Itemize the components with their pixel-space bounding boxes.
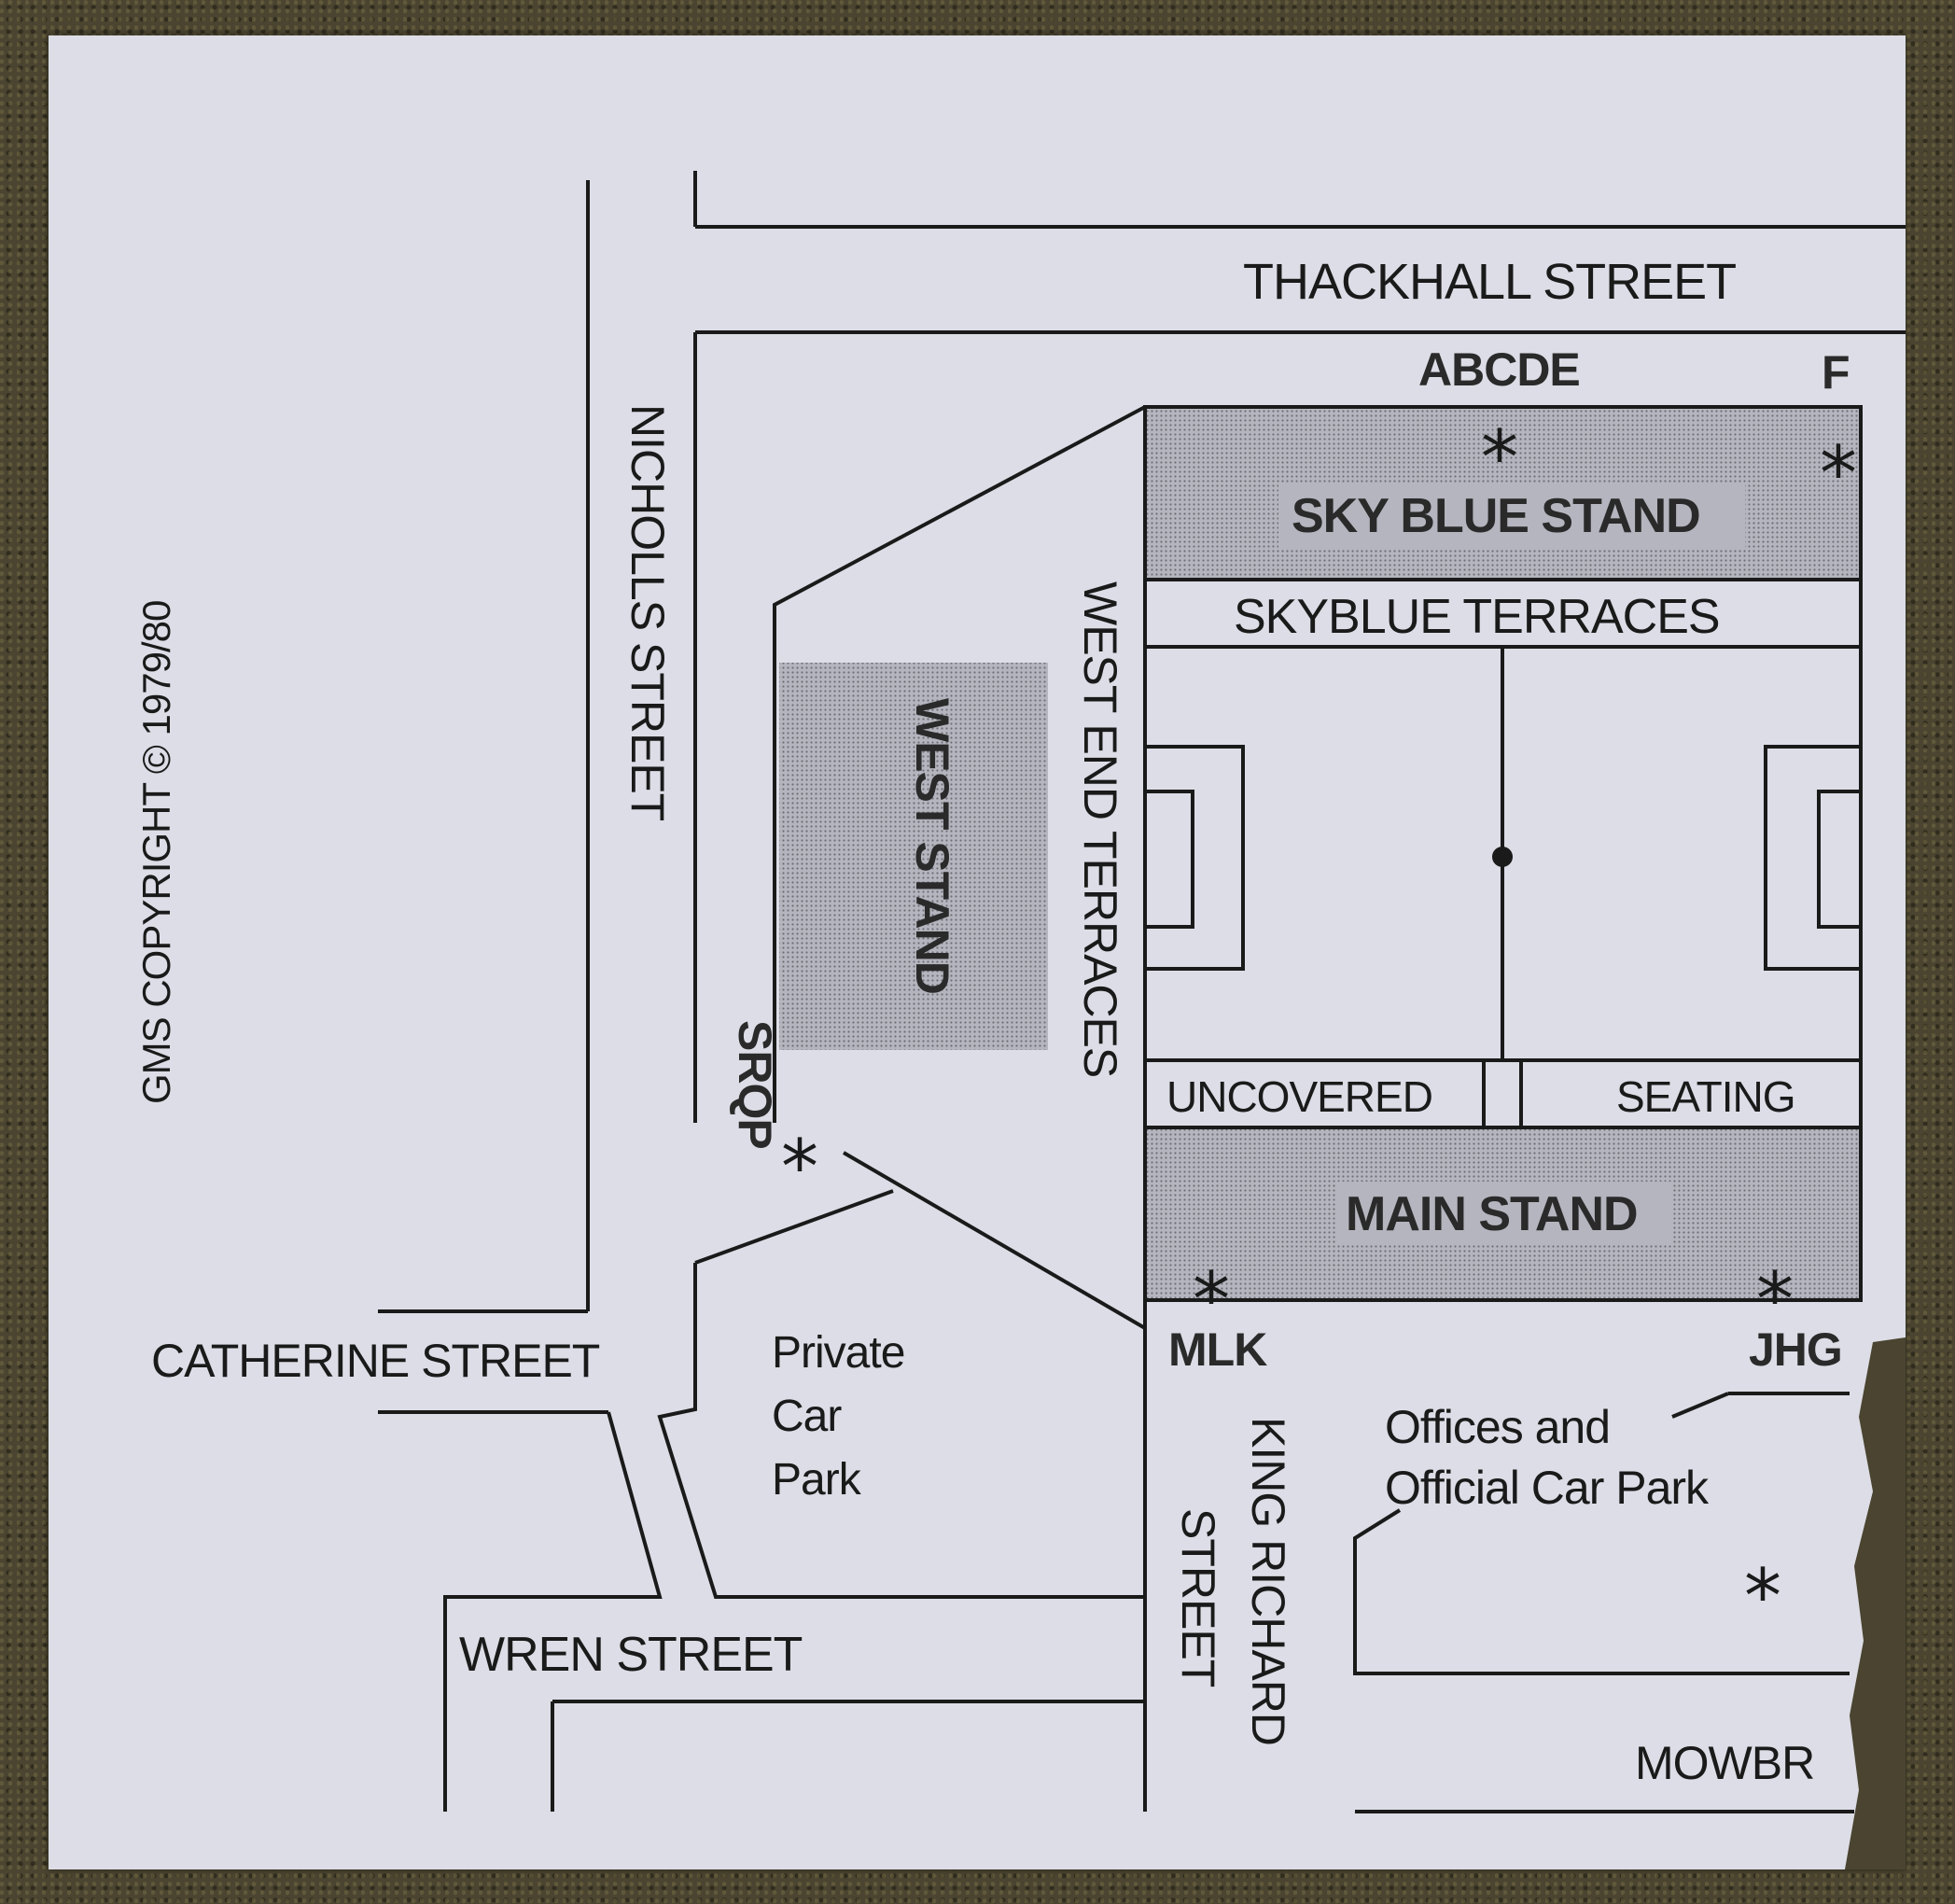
entrance-marker: * xyxy=(1756,1256,1794,1343)
west-stand-block xyxy=(779,663,1048,1050)
ground-outline xyxy=(842,1151,1147,1330)
king-richard-street-label-2: STREET xyxy=(1172,1508,1224,1687)
skyblue-terraces-label: SKYBLUE TERRACES xyxy=(1234,590,1720,644)
offices-line-1: Offices and xyxy=(1385,1401,1610,1453)
penalty-box-left xyxy=(1145,745,1245,971)
offices-line-2: Official Car Park xyxy=(1385,1462,1710,1514)
main-label-bg xyxy=(1336,1182,1672,1245)
penalty-box-right xyxy=(1764,745,1861,971)
wren-street-label: WREN STREET xyxy=(459,1628,803,1682)
private-car-park-line-1: Private xyxy=(772,1328,904,1378)
street-line xyxy=(443,1411,663,1812)
entrance-marker: * xyxy=(1744,1553,1781,1640)
entrance-mlk-label: MLK xyxy=(1168,1323,1267,1376)
street-line xyxy=(657,1263,1147,1812)
sky-blue-stand-label: SKY BLUE STAND xyxy=(1292,489,1700,543)
entrance-jhg-label: JHG xyxy=(1749,1323,1842,1376)
private-car-park-line-2: Car xyxy=(772,1392,842,1441)
mowbray-street-label: MOWBR xyxy=(1635,1737,1814,1789)
west-end-terraces-label: WEST END TERRACES xyxy=(1074,581,1126,1077)
ticket-map: GMS COPYRIGHT © 1979/80 THACKHALL STREET… xyxy=(49,35,1906,1869)
uncovered-label: UNCOVERED xyxy=(1166,1072,1432,1121)
entrance-marker: * xyxy=(1481,414,1518,501)
entrance-marker: * xyxy=(1820,430,1857,517)
leader-line xyxy=(1671,1392,1729,1419)
entrance-abcde-label: ABCDE xyxy=(1418,343,1580,396)
king-richard-street-label-1: KING RICHARD xyxy=(1242,1417,1294,1745)
goal-box-right xyxy=(1817,790,1861,929)
centre-spot xyxy=(1492,847,1513,867)
stadium-map: GMS COPYRIGHT © 1979/80 THACKHALL STREET… xyxy=(134,171,1906,1869)
sky-blue-label-bg xyxy=(1278,483,1745,549)
ground-outline xyxy=(773,405,1146,1123)
street-line xyxy=(694,1189,894,1265)
street-line xyxy=(1353,1508,1850,1675)
entrance-f-label: F xyxy=(1822,346,1850,399)
main-stand-label: MAIN STAND xyxy=(1346,1187,1638,1241)
west-stand-label: WEST STAND xyxy=(906,698,958,994)
entrance-marker: * xyxy=(1193,1256,1230,1343)
catherine-street-label: CATHERINE STREET xyxy=(151,1335,600,1387)
entrance-marker: * xyxy=(781,1124,818,1211)
private-car-park-line-3: Park xyxy=(772,1455,862,1505)
seating-label: SEATING xyxy=(1616,1072,1795,1121)
entrance-srqp-label: SRQP xyxy=(729,1020,781,1149)
torn-edge xyxy=(1845,1337,1906,1869)
nicholls-street-label: NICHOLLS STREET xyxy=(621,404,674,821)
goal-box-left xyxy=(1145,790,1194,929)
copyright-text: GMS COPYRIGHT © 1979/80 xyxy=(134,601,178,1104)
thackhall-street-label: THACKHALL STREET xyxy=(1243,254,1736,310)
